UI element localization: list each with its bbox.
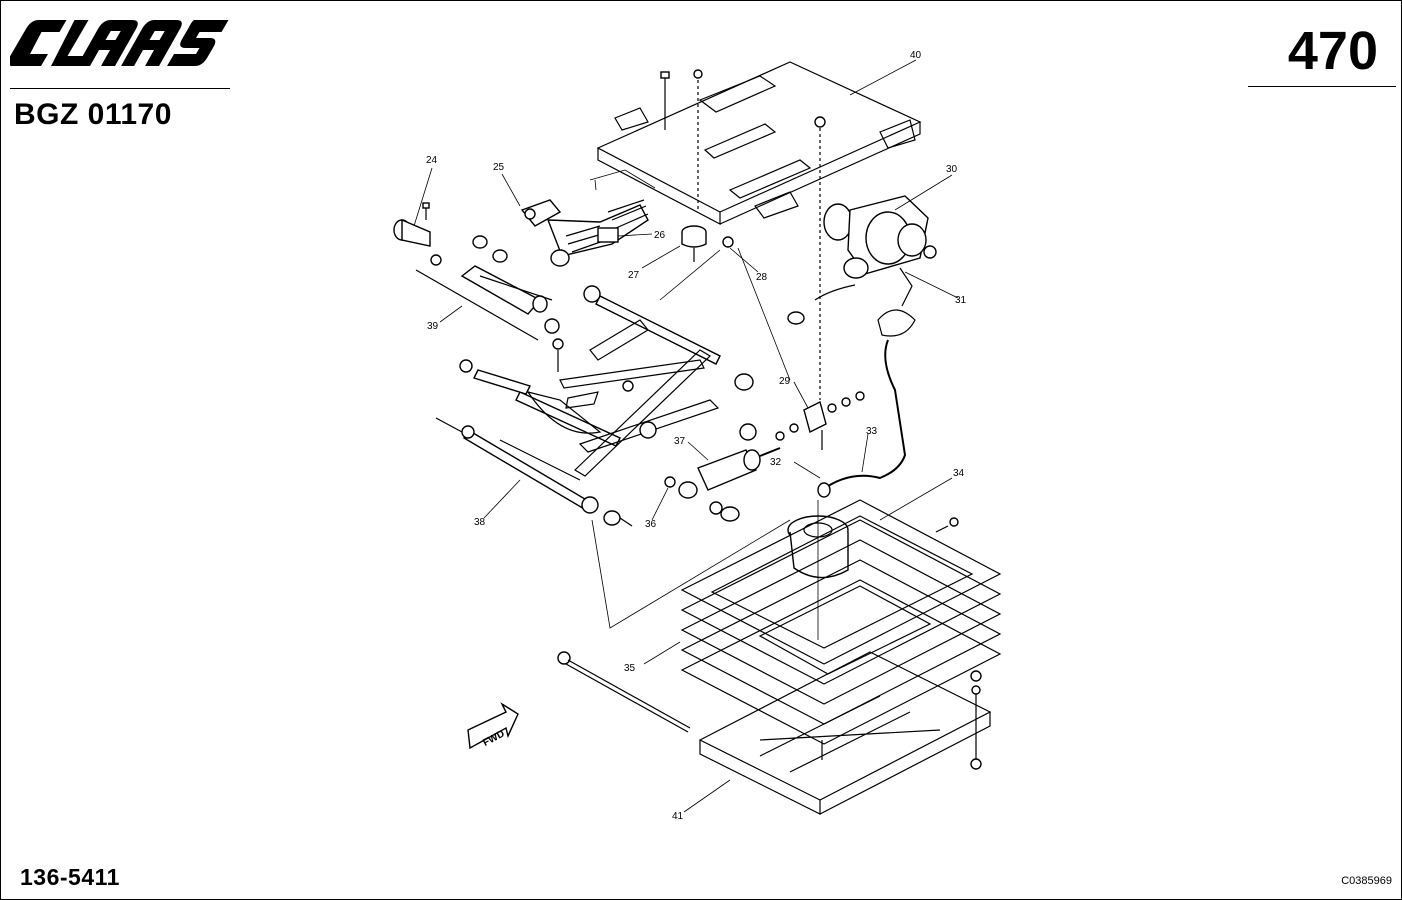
catalog-code: C0385969 [1341, 875, 1392, 887]
part-27-28-damper-block [681, 225, 734, 262]
callout-27: 27 [628, 270, 640, 281]
assembly-guide-lines [591, 247, 791, 629]
callout-28: 28 [756, 272, 768, 283]
part-32-33-air-hose [817, 339, 907, 498]
header-rule-right [1248, 86, 1396, 87]
part-35-bellows [680, 499, 1002, 745]
part-25-26-spring-lever [520, 199, 649, 267]
callout-40: 40 [910, 50, 922, 61]
callout-30: 30 [946, 164, 958, 175]
part-24-pin [393, 202, 431, 247]
part-41-long-bolt [557, 651, 691, 733]
part-40-bolts [660, 69, 826, 400]
header-rule-left [10, 88, 230, 89]
part-37-gas-spring [664, 447, 781, 522]
callout-31: 31 [955, 295, 967, 306]
callout-26: 26 [654, 230, 666, 241]
callout-36: 36 [645, 519, 657, 530]
part-38-scissor-frame [435, 285, 757, 527]
part-34-air-bellow [787, 500, 849, 640]
callout-37: 37 [674, 436, 686, 447]
part-29-bracket [775, 391, 865, 450]
part-40-top-plate [589, 61, 922, 225]
callout-38: 38 [474, 517, 486, 528]
claas-logo [10, 20, 229, 66]
callout-41: 41 [672, 811, 684, 822]
part-41-base-frame [698, 651, 992, 815]
callout-32: 32 [770, 457, 782, 468]
part-39-roller-link [415, 235, 560, 341]
callout-39: 39 [427, 321, 439, 332]
callout-labels: 24 25 26 27 28 29 30 31 32 33 34 35 36 3… [426, 50, 967, 822]
callout-leaders [413, 59, 959, 813]
callout-25: 25 [493, 162, 505, 173]
callout-34: 34 [953, 468, 965, 479]
part-number: 136-5411 [20, 864, 120, 890]
callout-33: 33 [866, 426, 878, 437]
callout-35: 35 [624, 663, 636, 674]
callout-29: 29 [779, 376, 791, 387]
document-id: BGZ 01170 [14, 98, 172, 131]
page-number: 470 [1287, 21, 1378, 81]
fwd-direction-marker: FWD [467, 702, 519, 750]
callout-24: 24 [426, 155, 438, 166]
part-30-control-valve [787, 195, 937, 337]
